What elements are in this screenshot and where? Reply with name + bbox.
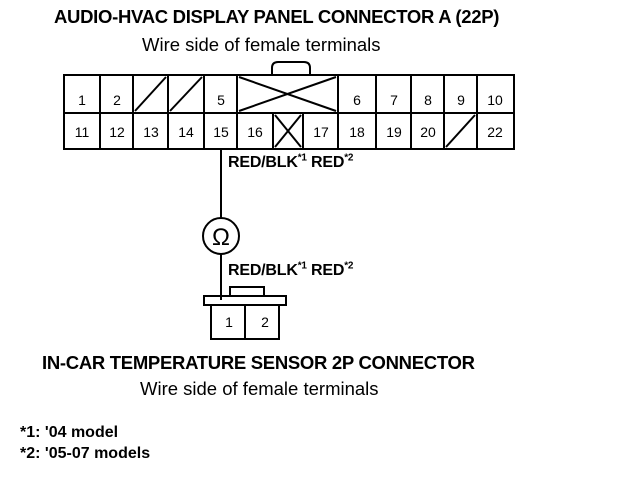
- pin-label: 15: [213, 124, 229, 140]
- pin-label: 14: [178, 124, 194, 140]
- connector-a-title: AUDIO-HVAC DISPLAY PANEL CONNECTOR A (22…: [54, 6, 500, 27]
- connector-a-pin-labels: 1 2 5 6 7 8 9 10 11 12 13 14 15 16 17 18…: [75, 92, 503, 140]
- empty-cavity-large-b: [238, 76, 337, 112]
- ohm-symbol: Ω: [212, 224, 230, 251]
- pin-label: 8: [424, 92, 432, 108]
- sensor-connector-subtitle: Wire side of female terminals: [140, 378, 379, 399]
- pin-label: 12: [109, 124, 125, 140]
- pin-label: 16: [247, 124, 263, 140]
- sensor-connector-title: IN-CAR TEMPERATURE SENSOR 2P CONNECTOR: [42, 352, 475, 373]
- pin-label: 19: [386, 124, 402, 140]
- pin-label: 6: [353, 92, 361, 108]
- pin-label: 2: [113, 92, 121, 108]
- sensor-flange: [203, 295, 287, 306]
- empty-cavity-bottom-b: [274, 114, 302, 148]
- empty-cavity-3: [134, 76, 167, 112]
- pin-label: 13: [143, 124, 159, 140]
- pin-label: 9: [457, 92, 465, 108]
- footnote-1: *1: '04 model: [20, 424, 119, 441]
- connector-a-subtitle: Wire side of female terminals: [142, 34, 381, 55]
- footnote-2: *2: '05-07 models: [20, 445, 151, 462]
- pin-label: 1: [78, 92, 86, 108]
- connector-a-body: [63, 61, 515, 150]
- empty-cavity-4: [169, 76, 203, 112]
- pin-label: 20: [420, 124, 436, 140]
- sensor-pin-label: 1: [225, 314, 233, 330]
- sensor-lock-tab: [229, 286, 265, 296]
- sensor-connector-body: [203, 286, 287, 340]
- sensor-pin-label: 2: [261, 314, 269, 330]
- pin-label: 17: [313, 124, 329, 140]
- pin-label: 18: [349, 124, 365, 140]
- pin-label: 11: [75, 124, 90, 140]
- wire-color-label-upper: RED/BLK*1 RED*2: [228, 152, 354, 171]
- pin-label: 5: [217, 92, 225, 108]
- pin-label: 7: [390, 92, 398, 108]
- wire-color-label-lower: RED/BLK*1 RED*2: [228, 260, 354, 279]
- pin-label: 10: [487, 92, 503, 108]
- empty-cavity-21: [445, 114, 476, 148]
- connector-a-lock-tab: [271, 61, 311, 75]
- pin-label: 22: [487, 124, 503, 140]
